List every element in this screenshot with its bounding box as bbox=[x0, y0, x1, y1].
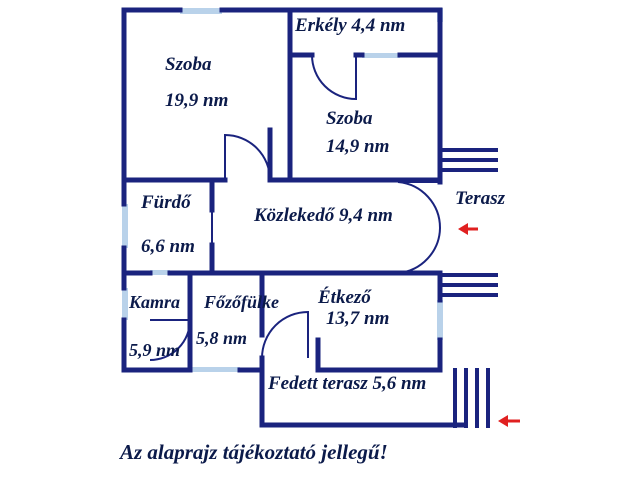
fozofulke-name: Főzőfülke bbox=[203, 292, 279, 312]
fozofulke-area: 5,8 nm bbox=[196, 328, 247, 348]
door-terasz bbox=[397, 181, 442, 229]
door-szoba1 bbox=[224, 133, 271, 181]
window-bottom-kamra bbox=[190, 367, 240, 372]
doors bbox=[149, 54, 442, 361]
terasz-steps bbox=[442, 148, 498, 297]
walls bbox=[121, 7, 468, 428]
furdo-area: 6,6 nm bbox=[141, 236, 195, 257]
terasz-label: Terasz bbox=[455, 188, 506, 209]
erkely-label: Erkély 4,4 nm bbox=[294, 15, 405, 36]
window-etkezo-right bbox=[437, 300, 443, 340]
arrow-terasz-head bbox=[458, 223, 468, 235]
etkezo-area: 13,7 nm bbox=[326, 308, 389, 329]
szoba2-name: Szoba bbox=[326, 108, 373, 129]
window-kamra-left bbox=[122, 288, 128, 320]
kozlekedo-label: Közlekedő 9,4 nm bbox=[253, 205, 393, 226]
szoba1-area: 19,9 nm bbox=[165, 90, 228, 111]
szoba1-name: Szoba bbox=[165, 54, 212, 75]
fedett-terasz-steps bbox=[453, 368, 490, 428]
window-furdo-left bbox=[122, 204, 128, 248]
disclaimer-note: Az alaprajz tájékoztató jellegű! bbox=[120, 440, 388, 464]
arrow-fedett-head bbox=[498, 415, 508, 427]
fedett-terasz-label: Fedett terasz 5,6 nm bbox=[267, 373, 426, 394]
door-terasz-2 bbox=[397, 227, 441, 274]
szoba2-area: 14,9 nm bbox=[326, 136, 389, 157]
window-furdo-kamra-gap bbox=[150, 270, 170, 275]
door-kamra bbox=[149, 319, 192, 361]
kamra-area: 5,9 nm bbox=[129, 340, 180, 360]
entrance-arrows bbox=[458, 223, 520, 427]
door-etkezo bbox=[261, 310, 309, 359]
kamra-name: Kamra bbox=[128, 292, 180, 312]
door-erkely bbox=[311, 54, 357, 101]
etkezo-name: Étkező bbox=[317, 286, 372, 308]
furdo-name: Fürdő bbox=[140, 192, 192, 213]
window-top-szoba bbox=[180, 8, 222, 14]
window-szoba2-top bbox=[362, 53, 400, 58]
